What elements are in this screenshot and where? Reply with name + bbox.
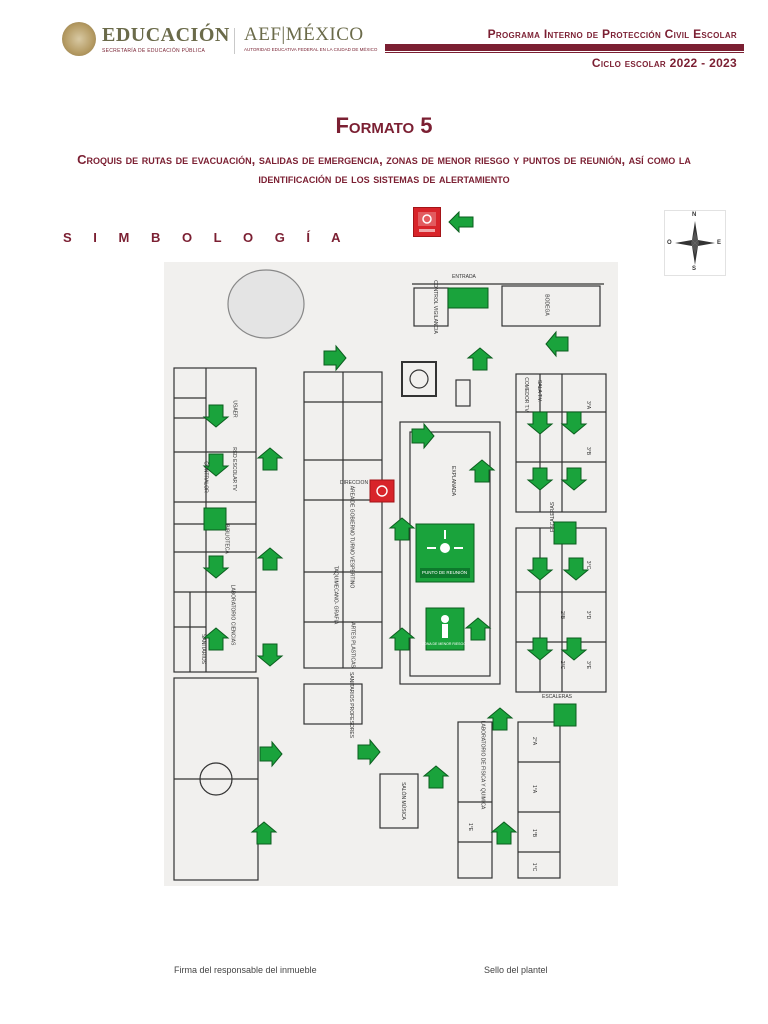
page-title: Formato 5 — [335, 113, 433, 138]
aef-logo-subtext: AUTORIDAD EDUCATIVA FEDERAL EN LA CIUDAD… — [244, 47, 378, 52]
map-red-escolar-label: RED ESCOLAR TV — [230, 447, 237, 491]
compass-north: N — [692, 212, 697, 218]
compass-east: E — [717, 240, 722, 246]
map-sanitarios-label: SANITARIOS — [199, 634, 206, 664]
seal-label: Sello del plantel — [484, 965, 548, 975]
map-taquimecanografia-label: TAQUIMECANO- GRAFIA — [332, 565, 339, 625]
map-escaleras-bottom-label: ESCALERAS — [542, 694, 573, 700]
logo-divider — [234, 28, 235, 54]
map-control-label: CONTROL VIGILANCIA — [431, 280, 438, 334]
header-bar — [385, 44, 744, 51]
map-area-gobierno-label: ÁREA DE GOBIERNO TURNO VESPERTINO — [348, 485, 355, 589]
alarm-symbol-icon — [413, 207, 441, 237]
simbologia-label: S I M B O L O G Í A — [63, 230, 350, 245]
map-comedor-label: COMEDOR T.V. — [522, 377, 529, 413]
evacuation-map: ENTRADA BODEGA CONTROL VIGILANCIA USAER … — [164, 262, 618, 886]
compass-west: O — [667, 240, 672, 246]
map-entrance-label: ENTRADA — [452, 274, 476, 280]
map-artes-label: ARTES PLASTICAS — [349, 622, 356, 668]
map-direccion-label: DIRECCION — [340, 480, 369, 486]
map-room-label: 3°E — [585, 660, 592, 670]
school-cycle: Ciclo escolar 2022 - 2023 — [591, 56, 737, 70]
map-room-label: 2°C — [559, 660, 566, 670]
sep-logo: EDUCACIÓN SECRETARÍA DE EDUCACIÓN PÚBLIC… — [62, 22, 230, 56]
signature-label: Firma del responsable del inmueble — [174, 965, 317, 975]
map-escaleras-top-label: ESCALERAS — [550, 501, 557, 533]
map-room-label: 3°B — [585, 446, 592, 456]
map-usaer-label: USAER — [231, 400, 238, 418]
map-room-label: 3°A — [585, 400, 592, 410]
page-subtitle: Croquis de rutas de evacuación, salidas … — [77, 152, 691, 186]
evacuation-route-arrow-icon — [448, 210, 474, 238]
map-bodega-label: BODEGA — [543, 294, 550, 316]
edu-logo-text: EDUCACIÓN — [102, 24, 230, 46]
edu-logo-subtext: SECRETARÍA DE EDUCACIÓN PÚBLICA — [102, 48, 206, 54]
compass-rose-icon: N S O E — [664, 210, 726, 276]
map-room-label: 2°B — [559, 610, 566, 620]
map-lab-fisica-label: LABORATORIO DE FISICA Y QUIMICA — [479, 720, 486, 810]
map-explanada-label: EXPLANADA — [450, 465, 457, 497]
map-room-label: 1°A — [531, 784, 538, 794]
map-laboratorio-label: LABORATORIO CIENCIAS — [229, 584, 236, 646]
map-room-label: 3°C — [585, 560, 592, 570]
mexico-seal-icon — [62, 22, 96, 56]
map-zona-menor-riesgo-label: ZONA DE MENOR RIESGO — [422, 642, 466, 646]
muster-point-sign — [415, 523, 475, 583]
map-punto-reunion-label: PUNTO DE REUNIÓN — [422, 570, 468, 575]
aef-logo-text: AEF|MÉXICO — [244, 24, 364, 45]
program-title: Programa Interno de Protección Civil Esc… — [487, 27, 737, 41]
map-room-label: 2°A — [531, 736, 538, 746]
aef-logo: AEF|MÉXICO AUTORIDAD EDUCATIVA FEDERAL E… — [244, 24, 377, 52]
floor-plan — [173, 269, 607, 881]
map-room-label: 1°B — [531, 828, 538, 838]
map-salon-musica-label: SALÓN MÚSICA — [399, 782, 406, 820]
safe-zone-sign — [425, 607, 465, 651]
map-sanitarios-prof-label: SANITARIOS PROFESORES — [348, 671, 355, 739]
map-contralor-label: CONTRALOR — [202, 461, 209, 493]
map-sala-tv-label: SALA T.V. — [535, 380, 542, 402]
map-room-label: 1°E — [467, 822, 474, 832]
map-biblioteca-label: BIBLIOTECA — [223, 524, 230, 554]
header-rule — [385, 52, 744, 53]
map-room-label: 1°C — [531, 862, 538, 872]
map-room-label: 3°D — [585, 610, 592, 620]
compass-south: S — [692, 266, 697, 272]
